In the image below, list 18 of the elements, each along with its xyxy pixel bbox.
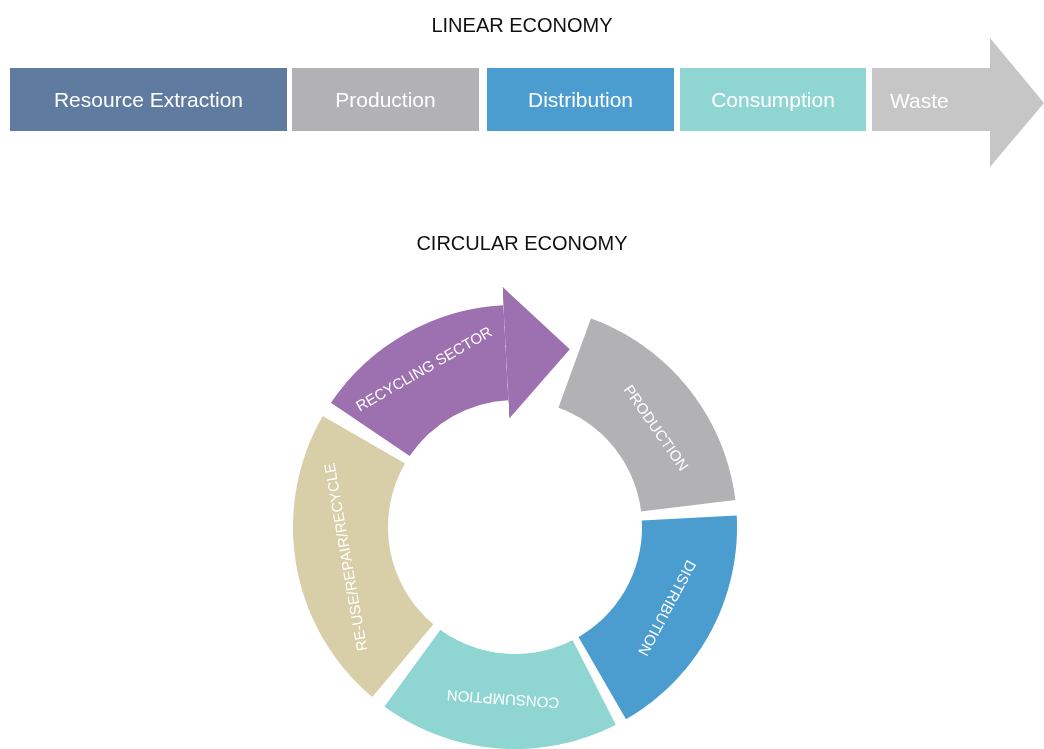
stage-label: Distribution xyxy=(527,86,633,113)
stage-box xyxy=(680,68,866,131)
stage-label: Consumption xyxy=(711,86,835,113)
stage-box xyxy=(292,68,479,131)
stage-box xyxy=(487,68,674,131)
curved-arrow xyxy=(332,287,570,459)
ring-segment xyxy=(558,318,736,512)
section-title: CIRCULAR ECONOMY xyxy=(415,231,629,256)
arrow-shape xyxy=(872,38,1044,167)
ring-segment xyxy=(293,416,434,698)
stage-label: Production xyxy=(335,86,436,113)
segment-label: CONSUMPTION xyxy=(446,685,560,712)
ring-segment xyxy=(384,629,616,749)
stage-label: Resource Extraction xyxy=(53,86,244,113)
ring-segment xyxy=(578,515,737,720)
stage-label: Waste xyxy=(890,88,949,114)
stage-box xyxy=(10,68,287,131)
section-title: LINEAR ECONOMY xyxy=(430,13,614,38)
